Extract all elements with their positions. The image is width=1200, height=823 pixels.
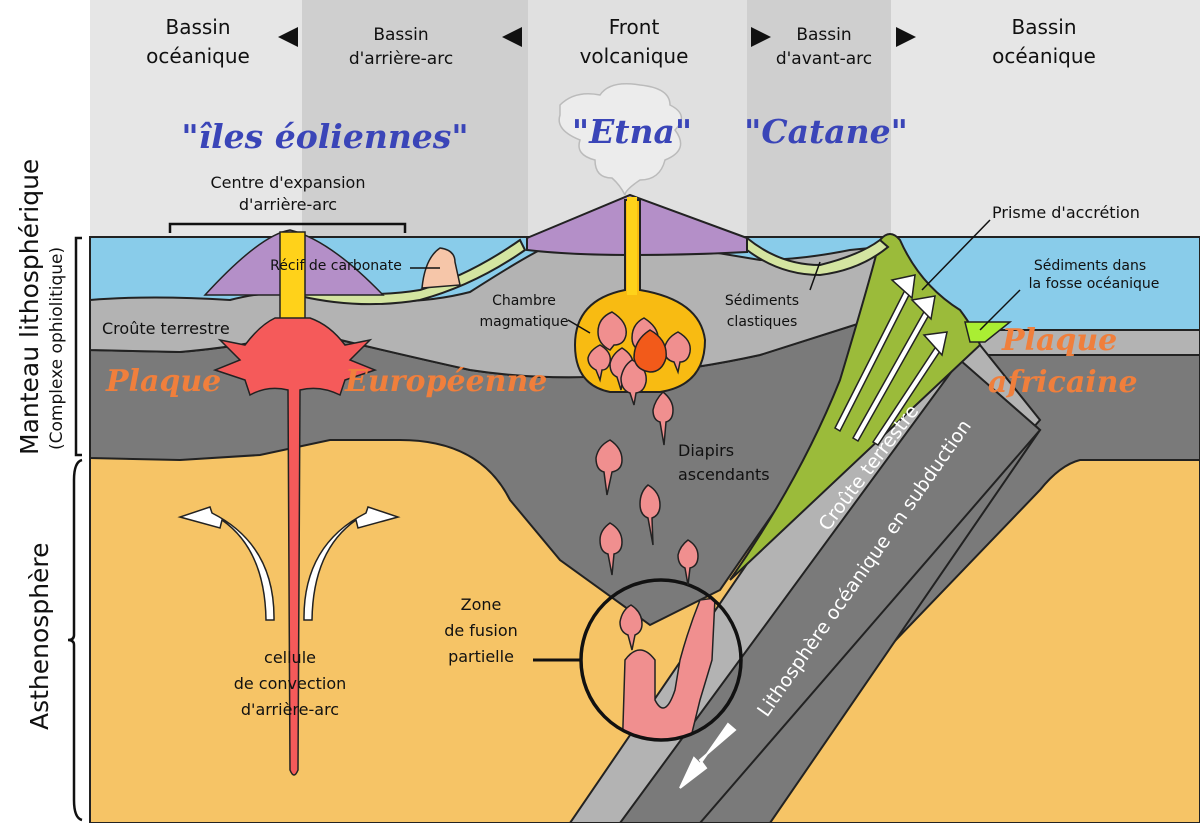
label-cellule-3: d'arrière-arc [241, 700, 339, 719]
leader-lines [410, 219, 1021, 334]
label-sediments-clastiques-2: clastiques [727, 314, 798, 330]
place-iles-eoliennes: "îles éoliennes" [181, 117, 468, 156]
header-bassin-oceanique-right-2: océanique [992, 44, 1096, 68]
label-zone-fusion-3: partielle [448, 647, 514, 666]
label-sediments-fosse-2: la fosse océanique [1029, 276, 1160, 292]
etna-conduit [627, 197, 637, 295]
label-zone-fusion-1: Zone [461, 595, 502, 614]
melt-zone-fill [619, 597, 716, 740]
label-zone-fusion-2: de fusion [444, 621, 518, 640]
label-diapirs-1: Diapirs [678, 441, 734, 460]
header-front-volcanique-2: volcanique [580, 44, 689, 68]
label-cellule-1: cellule [264, 648, 316, 667]
lithosphere-bracket [74, 236, 82, 457]
place-catane: "Catane" [744, 112, 908, 151]
header-arrows [278, 27, 916, 47]
expansion-bracket [168, 222, 407, 233]
label-sediments-clastiques-1: Sédiments [725, 293, 799, 309]
sediment-right [746, 235, 890, 277]
side-label-asthenosphere: Asthenosphère [25, 542, 54, 730]
ash-cloud [558, 83, 683, 196]
label-chambre-1: Chambre [492, 293, 556, 309]
ridge-conduit-yellow [279, 231, 306, 321]
plate-europeenne: Européenne [344, 364, 547, 399]
trench-sediment [964, 321, 1013, 343]
header-bassin-avant-arc-2: d'avant-arc [776, 49, 872, 69]
label-prisme: Prisme d'accrétion [992, 203, 1140, 222]
diapirs [587, 311, 699, 651]
header-bassin-arriere-arc-1: Bassin [373, 25, 428, 45]
label-centre-expansion-1: Centre d'expansion [211, 173, 366, 192]
column-bands [90, 0, 1200, 240]
ridge-magma-red [212, 317, 378, 776]
subduction-direction-arrow [679, 722, 737, 789]
asthenosphere-bracket [67, 458, 83, 822]
header-bassin-oceanique-left-1: Bassin [165, 15, 230, 39]
header-bassin-oceanique-right-1: Bassin [1011, 15, 1076, 39]
carbonate-reef [421, 247, 461, 289]
header-front-volcanique-1: Front [609, 15, 660, 39]
label-centre-expansion-2: d'arrière-arc [239, 195, 337, 214]
magma-hot-blob [633, 329, 667, 373]
label-cellule-2: de convection [234, 674, 347, 693]
header-bassin-avant-arc-1: Bassin [796, 25, 851, 45]
prism-arrows [834, 274, 948, 447]
convection-arrows [177, 506, 401, 621]
label-sediments-fosse-1: Sédiments dans [1034, 258, 1146, 274]
label-croute-terrestre-left: Croûte terrestre [102, 319, 230, 338]
label-diapirs-2: ascendants [678, 465, 770, 484]
plate-plaque-africaine-1: Plaque [1001, 323, 1117, 358]
plate-plaque: Plaque [105, 364, 221, 399]
header-bassin-arriere-arc-2: d'arrière-arc [349, 49, 453, 69]
header-bassin-oceanique-left-2: océanique [146, 44, 250, 68]
place-etna: "Etna" [572, 112, 692, 151]
sediment-left [299, 238, 527, 306]
label-chambre-2: magmatique [479, 314, 568, 330]
label-recif: Récif de carbonate [270, 258, 402, 274]
side-label-complexe: (Complexe ophiolitique) [47, 247, 67, 450]
side-label-manteau: Manteau lithosphérique [15, 159, 44, 455]
plate-plaque-africaine-2: africaine [988, 365, 1138, 400]
